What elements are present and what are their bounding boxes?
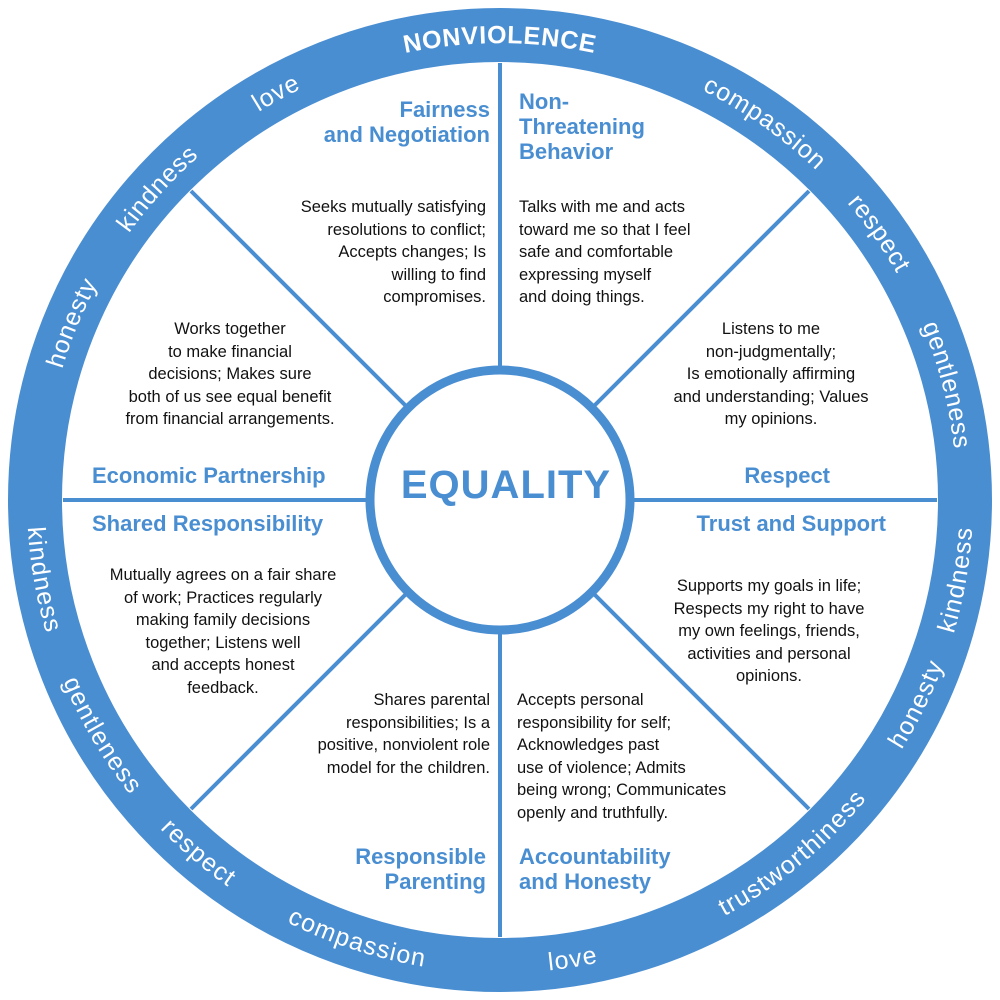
heading-respect: Respect — [744, 463, 830, 488]
outer-ring — [8, 8, 992, 992]
text-fairness-and-negotiation: Seeks mutually satisfying resolutions to… — [300, 198, 486, 306]
text-trust-and-support: Supports my goals in life; Respects my r… — [673, 577, 865, 685]
heading-responsible-parenting: Responsible Parenting — [355, 844, 486, 894]
center-circle — [365, 365, 635, 635]
heading-shared-responsibility: Shared Responsibility — [92, 511, 324, 536]
text-responsible-parenting: Shares parental responsibilities; Is a p… — [317, 691, 490, 777]
text-shared-responsibility: Mutually agrees on a fair share of work;… — [109, 566, 337, 697]
heading-economic-partnership: Economic Partnership — [92, 463, 326, 488]
heading-fairness-and-negotiation: Fairness and Negotiation — [323, 97, 490, 147]
heading-accountability-and-honesty: Accountability and Honesty — [519, 844, 671, 894]
center-label-equality: EQUALITY — [400, 463, 612, 507]
text-non-threatening-behavior: Talks with me and acts toward me so that… — [519, 198, 691, 306]
heading-non-threatening-behavior: Non- Threatening Behavior — [519, 89, 645, 164]
text-respect: Listens to me non-judgmentally; Is emoti… — [673, 320, 869, 428]
text-economic-partnership: Works together to make financial decisio… — [125, 320, 335, 428]
text-accountability-and-honesty: Accepts personal responsibility for self… — [517, 691, 727, 822]
heading-trust-and-support: Trust and Support — [696, 511, 886, 536]
